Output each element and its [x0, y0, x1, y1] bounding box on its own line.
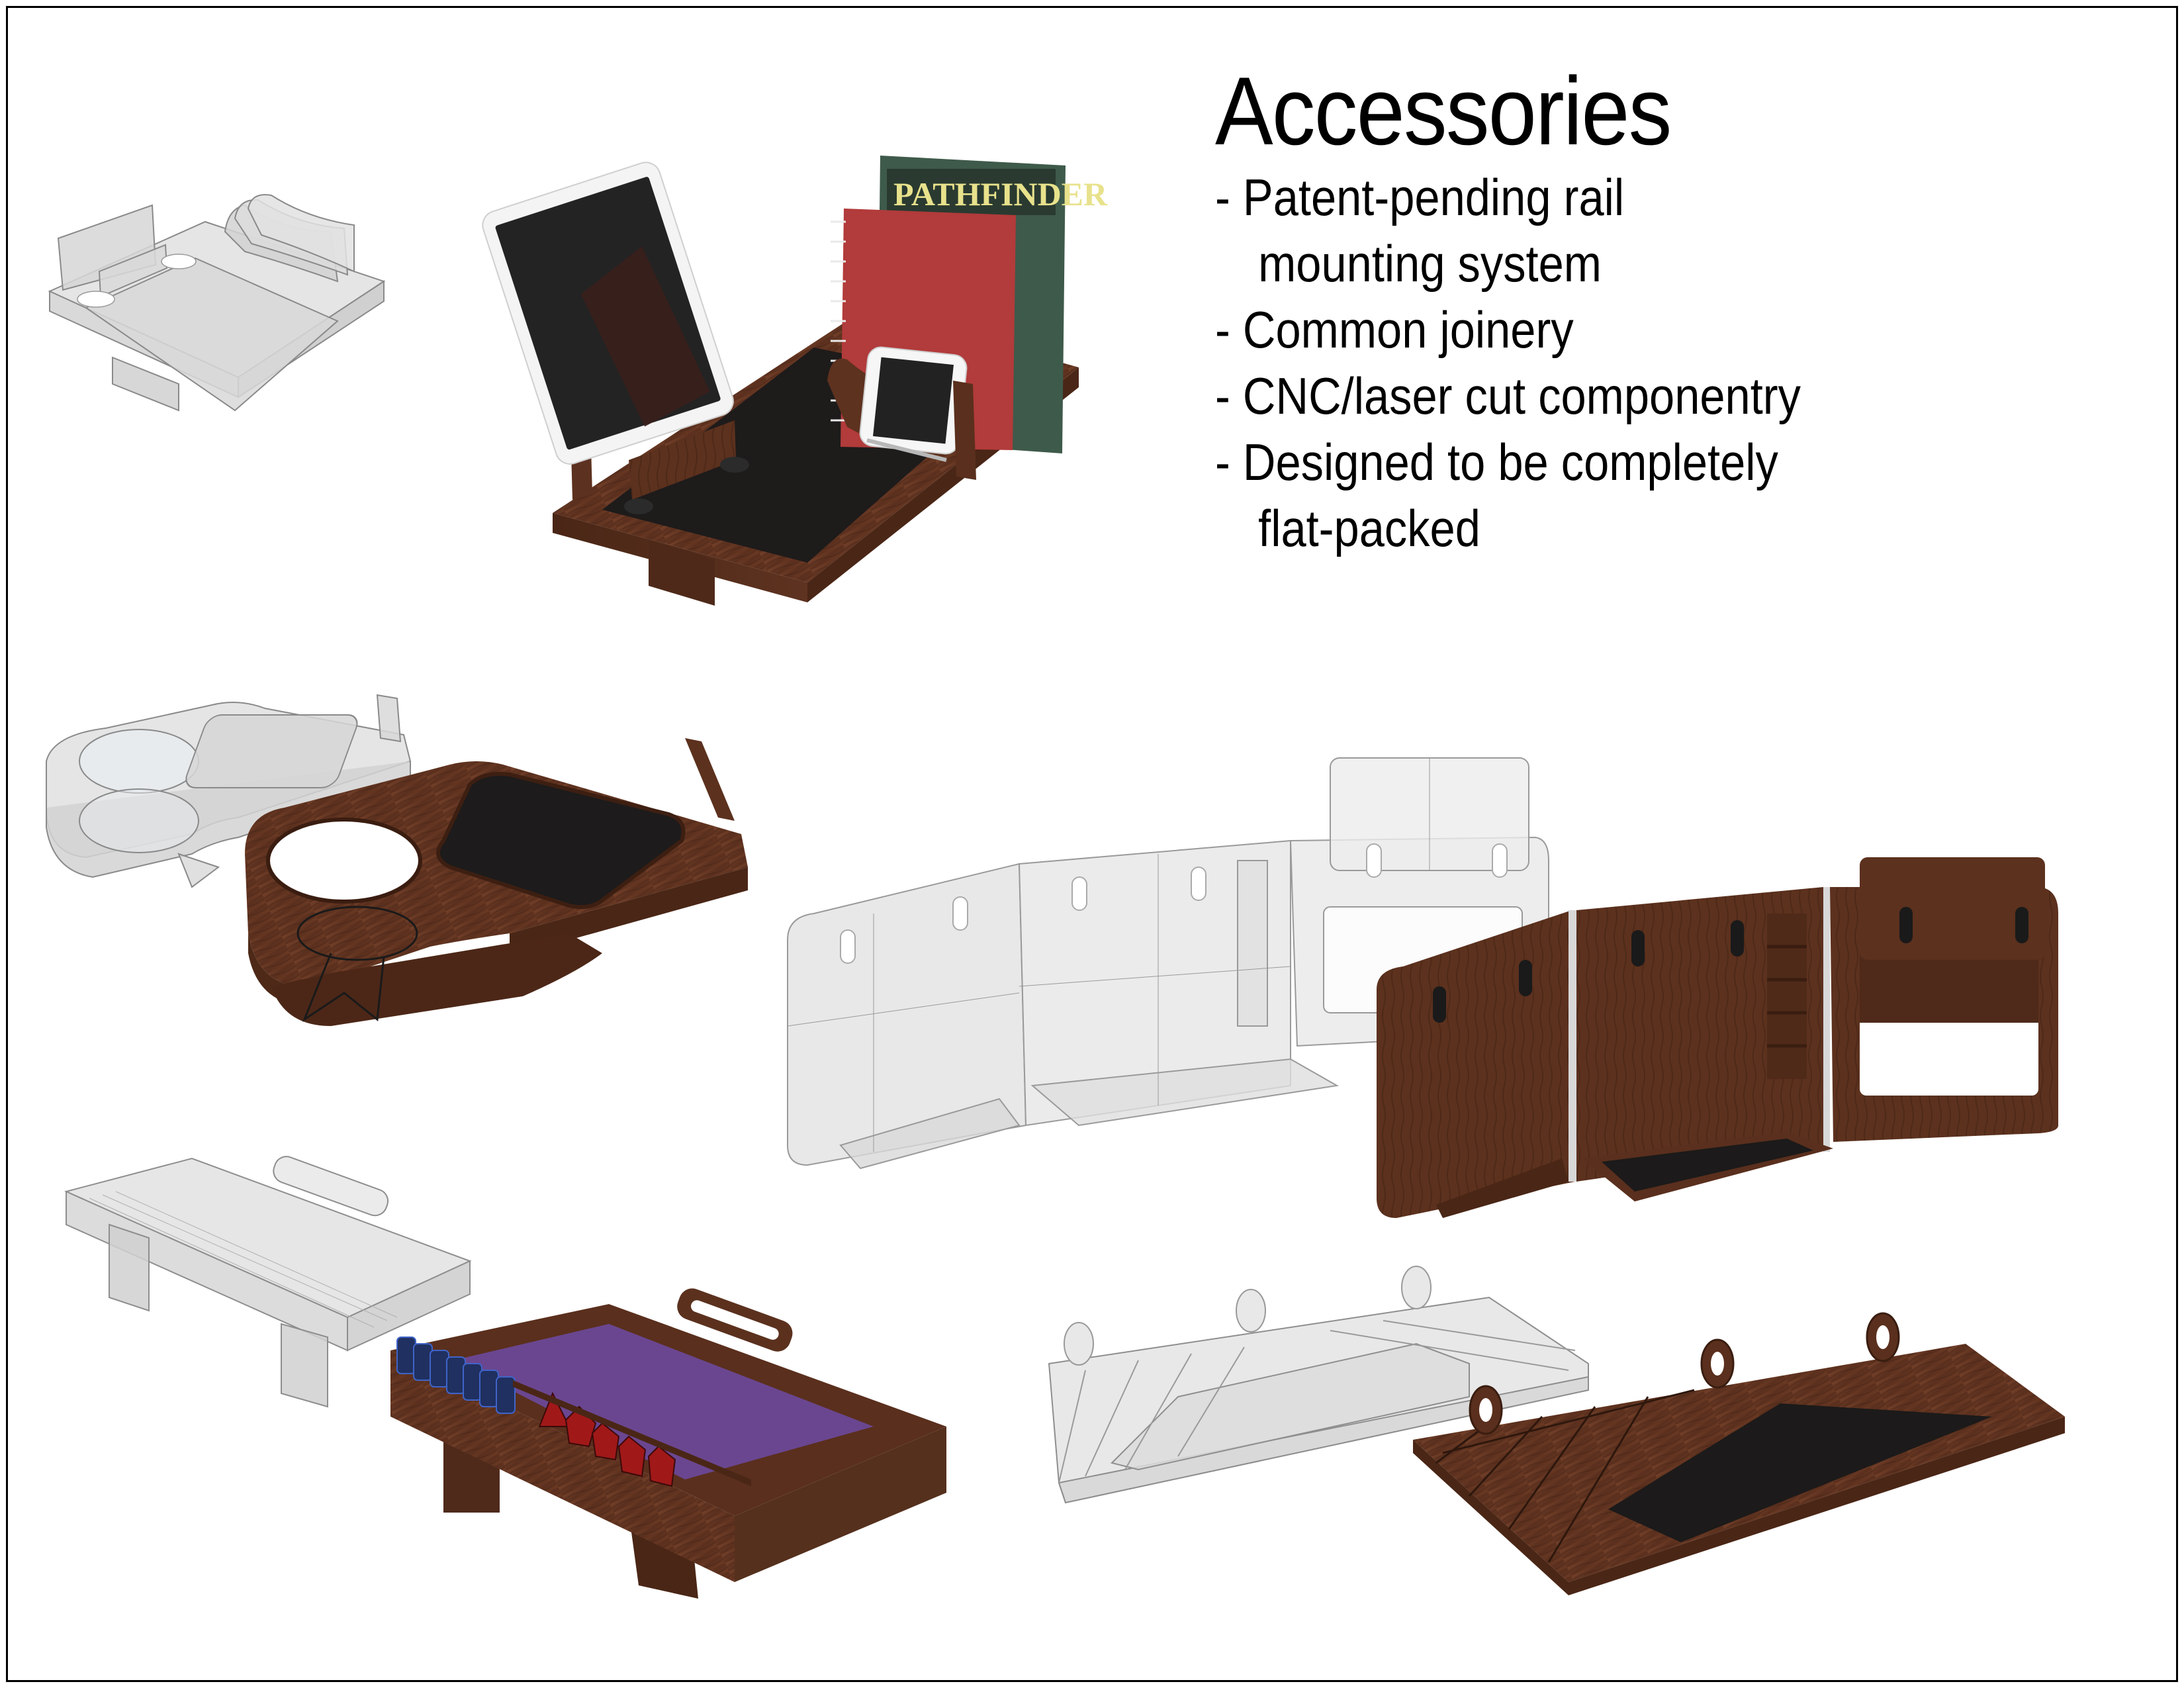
book-cover-title: PATHFINDER	[893, 175, 1108, 212]
feature-text: - Patent-pending rail	[1215, 168, 1625, 226]
feature-item: - Designed to be completely flat-packed	[1215, 429, 1801, 561]
dice-tray-wireframe	[63, 1152, 480, 1410]
tablet-dock-wireframe	[46, 192, 523, 563]
title-block: Accessories - Patent-pending rail mounti…	[1215, 58, 1881, 561]
feature-item: - Common joinery	[1215, 297, 1801, 363]
feature-text-continued: flat-packed	[1258, 499, 1480, 557]
cup-holder-wireframe	[40, 688, 463, 900]
page-border	[6, 6, 2178, 1682]
feature-text: - Common joinery	[1215, 301, 1574, 359]
feature-item: - CNC/laser cut componentry	[1215, 363, 1801, 429]
feature-list: - Patent-pending rail mounting system - …	[1215, 164, 1881, 561]
cup-holder-render	[232, 735, 774, 1053]
feature-text: - Designed to be completely	[1215, 433, 1778, 491]
feature-text-continued: mounting system	[1258, 234, 1602, 293]
feature-text: - CNC/laser cut componentry	[1215, 367, 1801, 425]
gm-screen-render	[1370, 847, 2071, 1218]
wall-shelf-render	[1410, 1312, 2071, 1595]
page-title: Accessories	[1215, 57, 1672, 165]
wall-shelf-wireframe	[1046, 1264, 1602, 1509]
dice-tray-render	[381, 1288, 956, 1605]
feature-item: - Patent-pending rail mounting system	[1215, 164, 1801, 297]
tablet-dock-render: PATHFINDER	[482, 149, 1108, 626]
